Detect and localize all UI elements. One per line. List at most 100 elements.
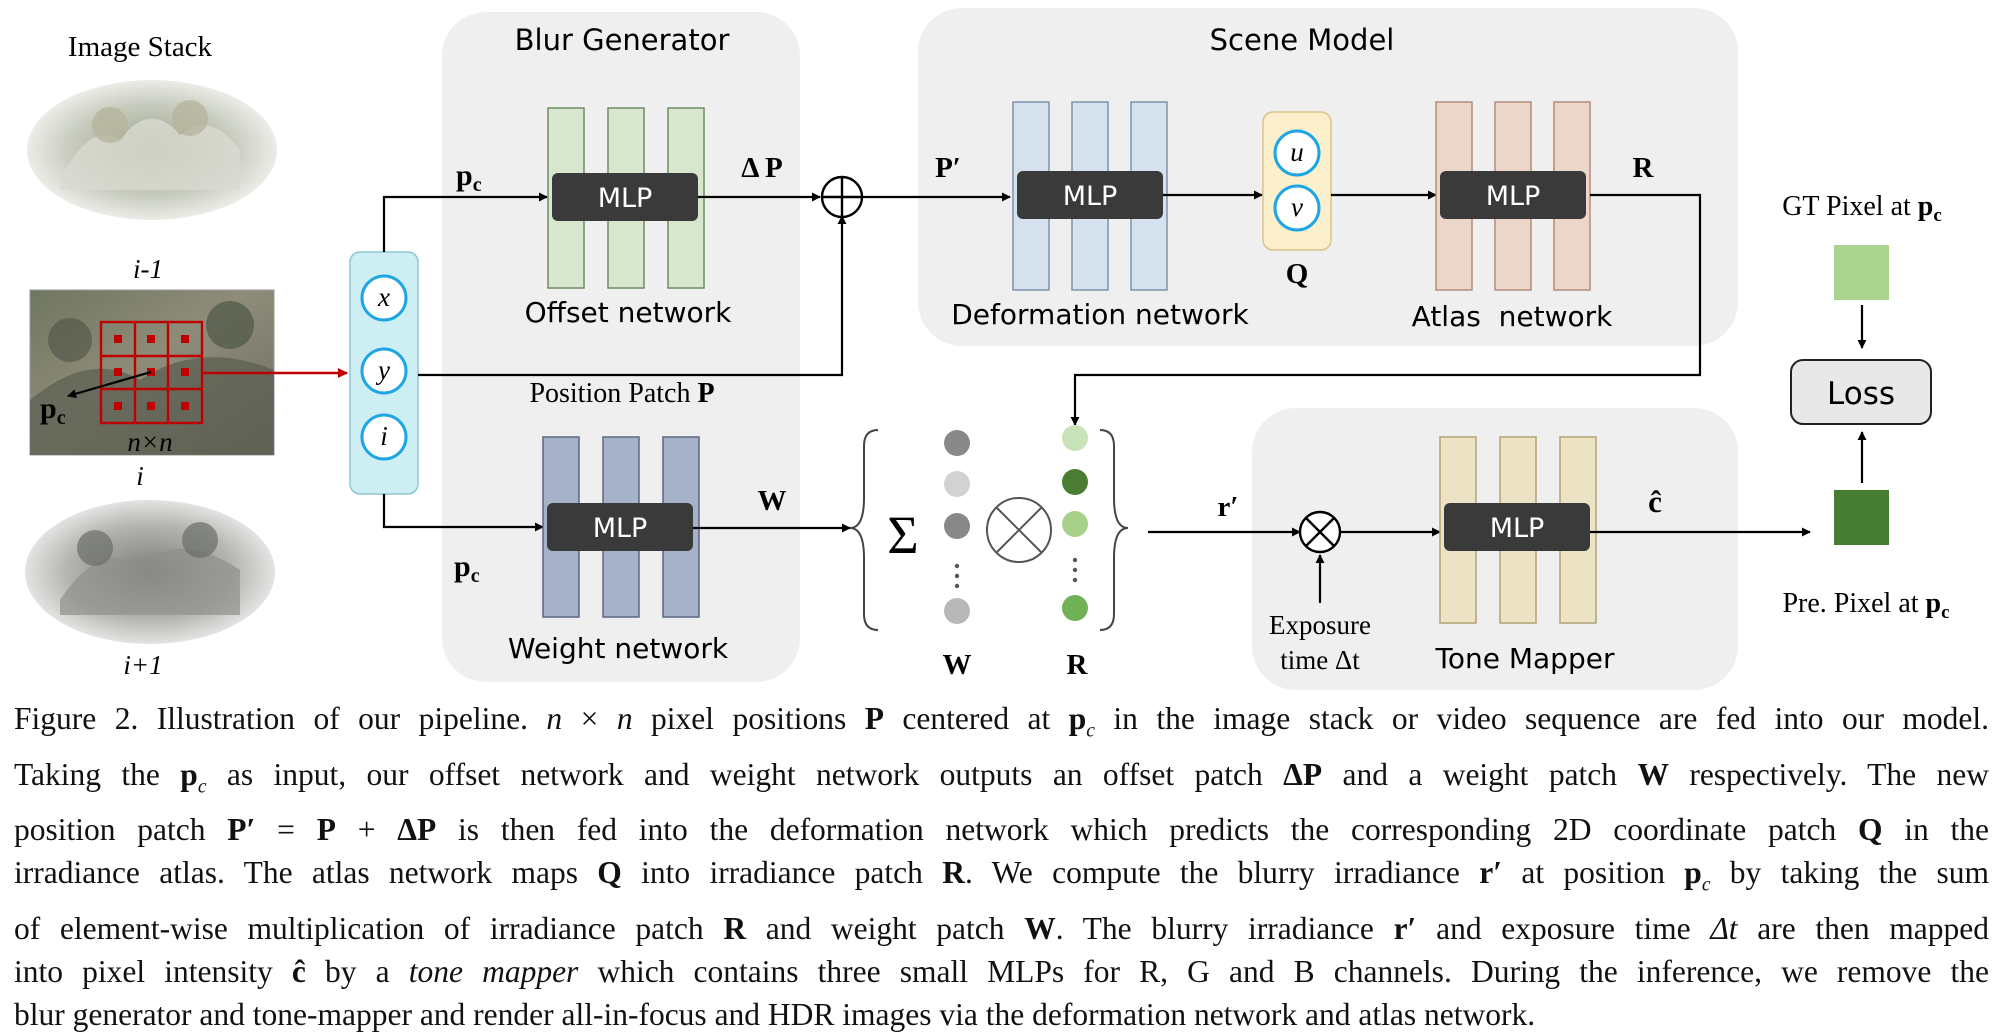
input-to-weight-arrow xyxy=(382,494,544,532)
caption-text: position patch xyxy=(14,812,228,847)
pc-bottom-label: pc xyxy=(454,550,480,587)
center-pixel-label: pc xyxy=(40,392,66,429)
caption-text: p xyxy=(1068,701,1087,736)
caption-text: by taking the sum xyxy=(1710,855,1989,891)
caption-text: is then fed into the deformation network… xyxy=(436,812,1858,847)
offset-network-label: Offset network xyxy=(525,296,733,329)
caption-text: and exposure time xyxy=(1416,910,1711,946)
center-pointer-arrow xyxy=(67,370,152,399)
exposure-label-line2: time Δt xyxy=(1280,645,1360,675)
caption-text: and weight patch xyxy=(746,910,1025,946)
exposure-multiply-node xyxy=(1298,510,1342,554)
caption-text: c xyxy=(197,775,207,797)
w-dots-ellipsis xyxy=(954,563,960,589)
q-label: Q xyxy=(1286,258,1309,290)
image-stack-title: Image Stack xyxy=(68,31,213,63)
pred-pixel-swatch xyxy=(1834,490,1889,545)
loss-box xyxy=(1790,359,1932,425)
caption-text: P xyxy=(316,812,336,847)
caption-line: blur generator and tone-mapper and rende… xyxy=(14,993,1989,1036)
center-pixel-p: p xyxy=(40,392,57,425)
deformation-network-label: Deformation network xyxy=(951,298,1249,331)
pipeline-diagram: Image Stack i-1 pc n×n i xyxy=(25,8,1950,690)
r-prime-label: r′ xyxy=(1217,491,1238,523)
caption-text: ΔP xyxy=(397,812,437,847)
label-current: i xyxy=(136,461,144,491)
caption-text: blur generator and tone-mapper and rende… xyxy=(14,997,1536,1033)
multiply-node xyxy=(986,497,1052,563)
loss-label: Loss xyxy=(1827,376,1895,412)
r-dot xyxy=(1062,511,1088,537)
grid-size-label: n×n xyxy=(127,427,172,457)
image-next xyxy=(25,500,275,644)
sum-w-label: W xyxy=(943,649,972,681)
caption-text: ΔP xyxy=(1283,756,1323,792)
caption-text: tone mapper xyxy=(408,953,579,989)
input-i: i xyxy=(360,413,408,461)
gt-pixel-swatch xyxy=(1834,245,1889,300)
caption-line: of element-wise multiplication of irradi… xyxy=(14,907,1989,950)
left-brace xyxy=(849,429,879,631)
svg-text:v: v xyxy=(1291,192,1303,222)
caption-line: Taking the pc as input, our offset netwo… xyxy=(14,753,1989,809)
w-dot xyxy=(944,513,970,539)
delta-p-label: Δ P xyxy=(741,152,783,184)
right-brace xyxy=(1099,429,1129,631)
w-dots xyxy=(944,430,970,624)
tone-mlp xyxy=(1444,503,1590,551)
caption-text: p xyxy=(1684,855,1702,891)
r-dot xyxy=(1062,595,1088,621)
caption-text: into irradiance patch xyxy=(621,855,943,891)
caption-text: in the xyxy=(1882,812,1990,847)
caption-text: are then mapped xyxy=(1737,910,1989,946)
label-prev: i-1 xyxy=(133,254,163,284)
atlas-mlp xyxy=(1440,171,1586,219)
p-prime-label: P′ xyxy=(935,152,961,184)
caption-text: by a xyxy=(305,953,409,989)
caption-text: into pixel intensity xyxy=(14,953,292,989)
scene-model-title: Scene Model xyxy=(1210,23,1395,57)
caption-line: into pixel intensity ĉ by a tone mapper … xyxy=(14,950,1989,993)
gt-pixel-label: GT Pixel at pc xyxy=(1782,191,1942,226)
add-node xyxy=(820,175,864,219)
atlas-network-label: Atlas network xyxy=(1412,300,1613,333)
svg-text:x: x xyxy=(377,282,390,312)
c-hat-label: ĉ xyxy=(1648,484,1662,519)
caption-text: and a weight patch xyxy=(1322,756,1638,792)
caption-text: r′ xyxy=(1393,910,1417,946)
image-prev xyxy=(27,80,277,220)
caption-line: position patch P′ = P + ΔP is then fed i… xyxy=(14,808,1989,851)
weight-network-label: Weight network xyxy=(508,632,729,665)
caption-text: P′ xyxy=(227,812,256,847)
caption-text: r′ xyxy=(1479,855,1503,891)
label-next: i+1 xyxy=(123,650,162,680)
r-dot xyxy=(1062,469,1088,495)
caption-text: pixel positions xyxy=(632,701,865,736)
input-x: x xyxy=(360,274,408,322)
atlas-mlp-label: MLP xyxy=(1486,181,1541,212)
caption-line: irradiance atlas. The atlas network maps… xyxy=(14,851,1989,907)
caption-text: which contains three small MLPs for R, G… xyxy=(578,953,1989,989)
caption-text: p xyxy=(180,756,198,792)
caption-text: of element-wise multiplication of irradi… xyxy=(14,910,724,946)
caption-text: c xyxy=(1086,720,1095,742)
coord-v: v xyxy=(1273,184,1321,232)
caption-text: at position xyxy=(1502,855,1685,891)
sum-r-label: R xyxy=(1067,649,1089,681)
caption-text: = xyxy=(255,812,317,847)
caption-text: W xyxy=(1637,756,1669,792)
caption-text: in the image stack or video sequence are… xyxy=(1094,701,1990,736)
caption-text: R xyxy=(942,855,965,891)
caption-text: Q xyxy=(1857,812,1883,847)
exposure-label-line1: Exposure xyxy=(1269,610,1371,640)
r-output-label: R xyxy=(1633,152,1655,184)
caption-text: ĉ xyxy=(291,953,306,989)
caption-text: . We compute the blurry irradiance xyxy=(964,855,1480,891)
caption-text: as input, our offset network and weight … xyxy=(206,756,1284,792)
weight-mlp xyxy=(547,503,693,551)
blur-generator-title: Blur Generator xyxy=(515,23,730,57)
w-dot xyxy=(944,430,970,456)
svg-text:i: i xyxy=(380,421,388,451)
tone-mlp-label: MLP xyxy=(1490,513,1545,544)
r-dot xyxy=(1062,425,1088,451)
